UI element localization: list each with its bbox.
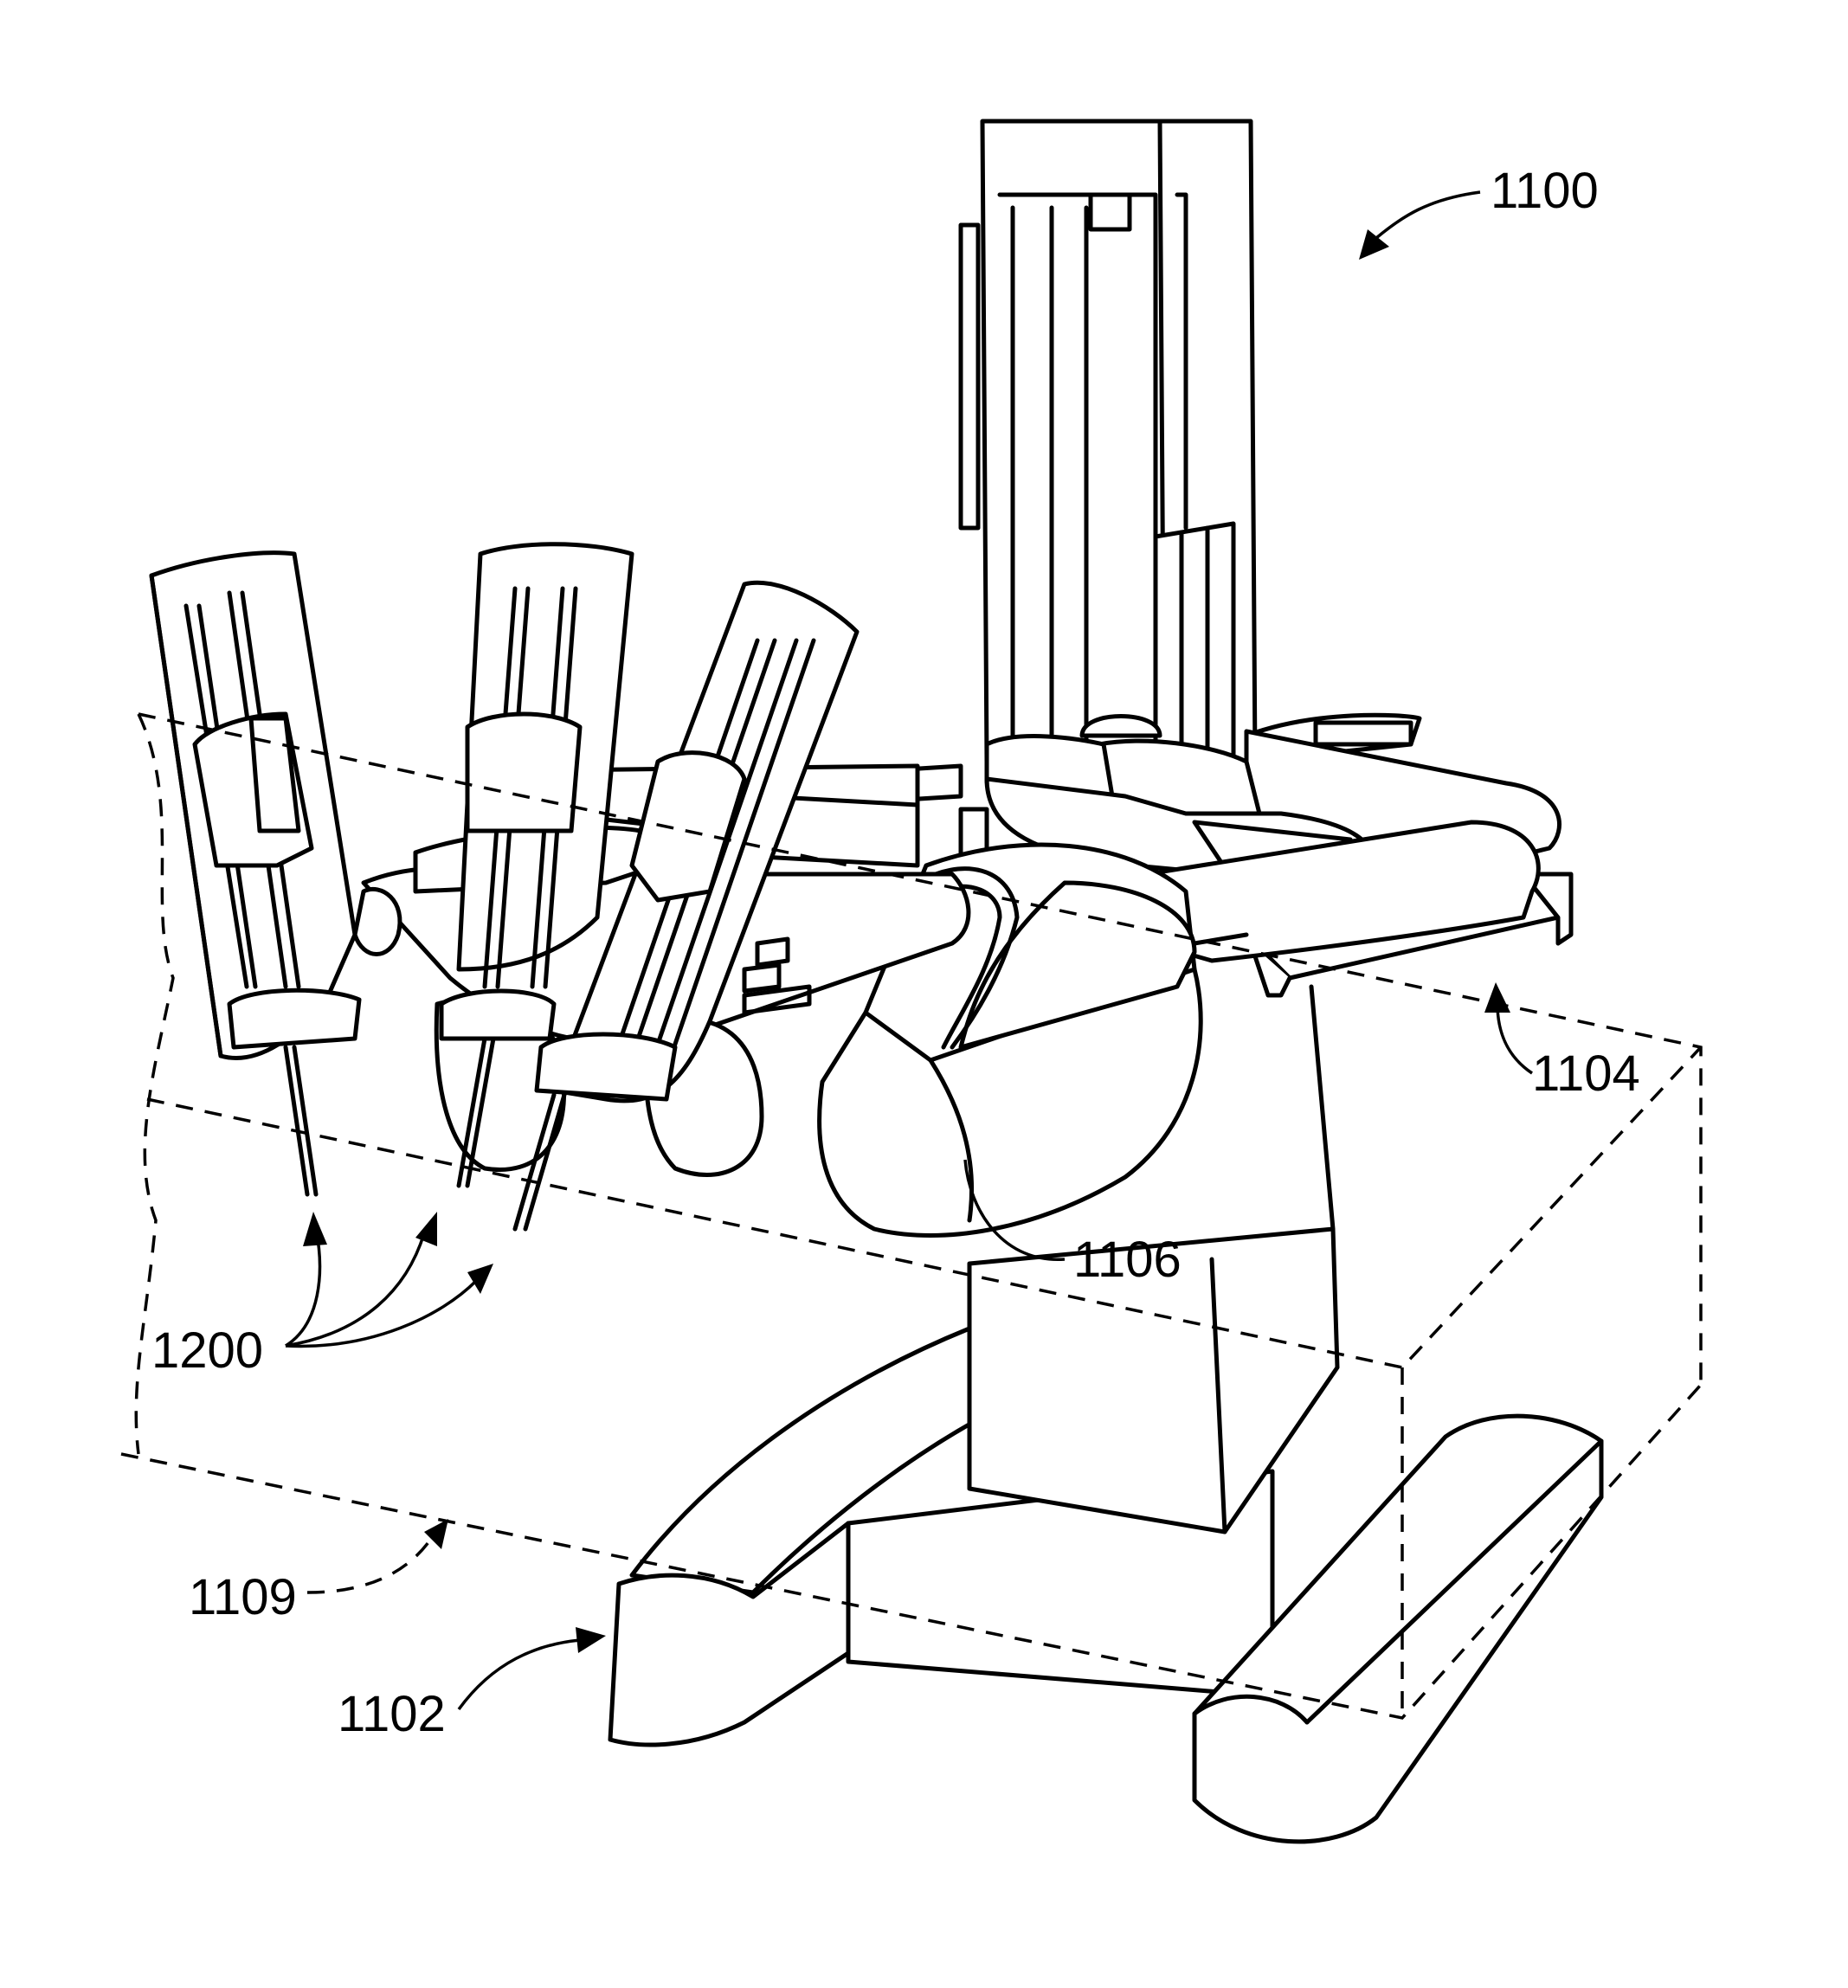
label-1100: 1100 bbox=[1491, 163, 1599, 219]
robotic-arm-1 bbox=[151, 553, 359, 1194]
label-1109: 1109 bbox=[189, 1569, 297, 1625]
label-1106: 1106 bbox=[1073, 1232, 1182, 1288]
label-1200: 1200 bbox=[151, 1322, 263, 1379]
label-1102: 1102 bbox=[338, 1686, 446, 1742]
label-1104: 1104 bbox=[1532, 1045, 1640, 1102]
